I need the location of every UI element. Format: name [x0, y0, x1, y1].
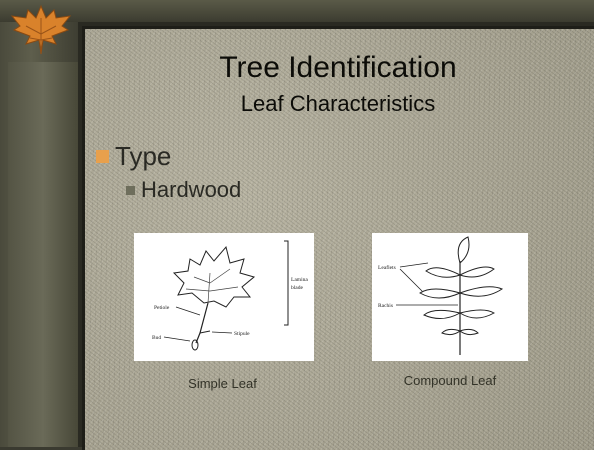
- left-sidebar: [0, 22, 78, 447]
- compound-leaf-caption: Compound Leaf: [403, 373, 497, 388]
- label-blade: blade: [291, 285, 303, 291]
- bullet-hardwood: Hardwood: [126, 177, 241, 203]
- label-lamina: Lamina: [291, 277, 308, 283]
- bullet-type: Type: [96, 140, 171, 172]
- left-sidebar-panel: [8, 62, 78, 447]
- simple-leaf-diagram: Lamina blade Petiole Stipule Bud: [134, 233, 314, 361]
- slide-subtitle: Leaf Characteristics: [240, 91, 436, 116]
- label-bud: Bud: [152, 335, 161, 341]
- bullet-square-icon: [96, 149, 109, 163]
- slide-title: Tree Identification: [219, 51, 457, 84]
- top-bar: [0, 0, 594, 22]
- sub-bullet-square-icon: [126, 185, 135, 195]
- bullet-type-label: Type: [115, 140, 172, 171]
- label-petiole: Petiole: [154, 305, 170, 311]
- label-stipule: Stipule: [234, 331, 250, 337]
- simple-leaf-caption: Simple Leaf: [188, 376, 257, 391]
- bullet-hardwood-label: Hardwood: [141, 177, 242, 202]
- compound-leaf-drawing: Leaflets Rachis: [378, 236, 504, 355]
- label-leaflets: Leaflets: [378, 264, 396, 271]
- label-rachis: Rachis: [378, 303, 393, 309]
- simple-leaf-drawing: Lamina blade Petiole Stipule Bud: [152, 240, 308, 351]
- maple-leaf-icon: [10, 4, 72, 55]
- compound-leaf-diagram: Leaflets Rachis: [372, 233, 528, 361]
